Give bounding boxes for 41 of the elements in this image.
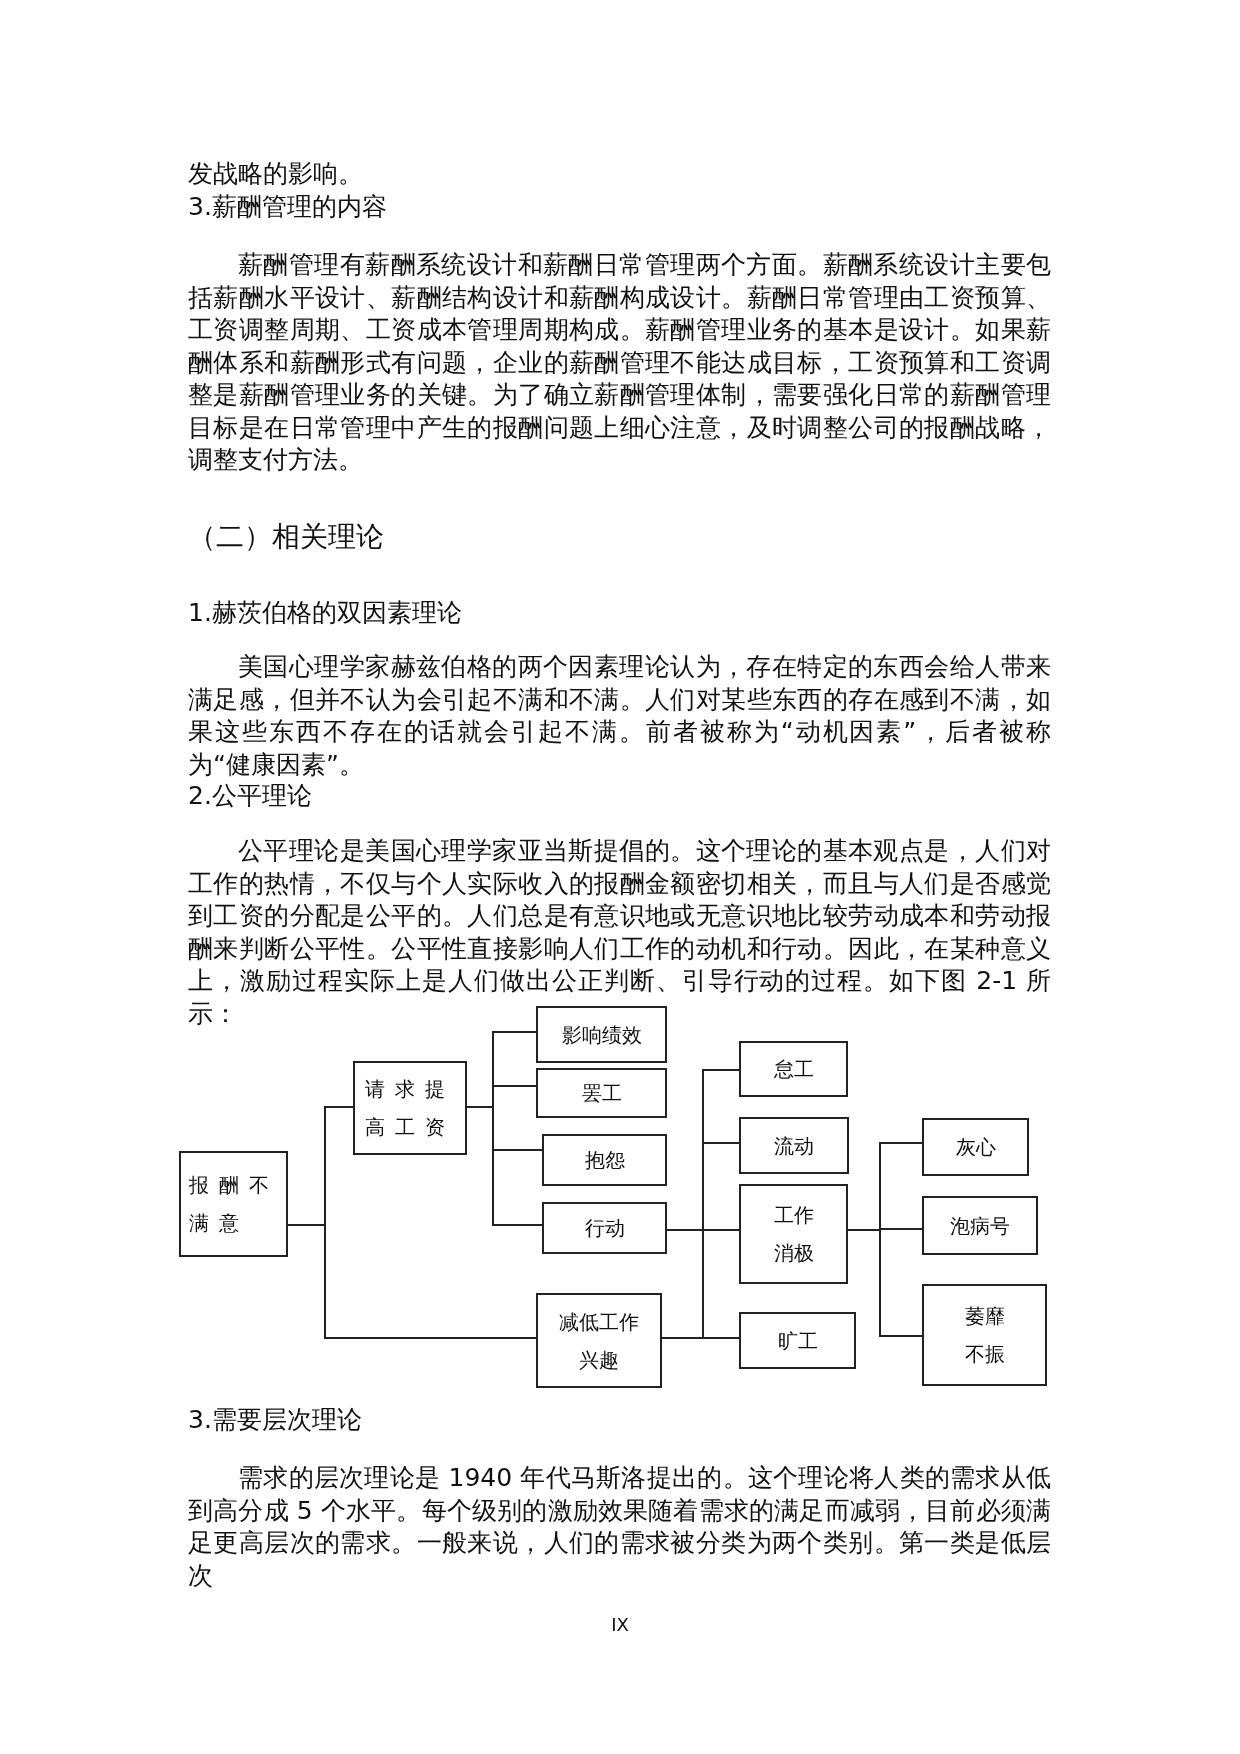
section-heading: 1.赫茨伯格的双因素理论 xyxy=(188,597,463,629)
process-box xyxy=(922,1118,1029,1176)
process-box xyxy=(536,1293,662,1388)
box-label: 怠工 xyxy=(772,1056,815,1083)
process-box xyxy=(739,1041,848,1097)
box-label: 报酬不满意 xyxy=(188,1172,279,1237)
paragraph: 需求的层次理论是 1940 年代马斯洛提出的。这个理论将人类的需求从低到高分成 5 个水平。每个级别的激励效果随着需求的满足而减弱，目前必须满足更高层次的需求。一般来说，人们的需求被分类为两个类别。第一类是低层次 xyxy=(188,1462,1051,1592)
box-label: 流动 xyxy=(773,1132,815,1160)
process-box xyxy=(739,1184,848,1284)
section-heading: 3.薪酬管理的内容 xyxy=(188,191,388,223)
process-box xyxy=(739,1117,849,1174)
process-box xyxy=(739,1312,856,1369)
process-box xyxy=(542,1202,667,1254)
process-box xyxy=(536,1068,667,1118)
process-box xyxy=(179,1151,288,1257)
section-heading: 2.公平理论 xyxy=(188,780,313,812)
box-label: 行动 xyxy=(583,1215,626,1242)
page-number: IX xyxy=(610,1613,630,1637)
box-label: 泡病号 xyxy=(949,1212,1011,1240)
paragraph: 美国心理学家赫兹伯格的两个因素理论认为，存在特定的东西会给人带来满足感，但并不认为会引起不满和不满。人们对某些东西的存在感到不满，如果这些东西不存在的话就会引起不满。前者被称为“动机因素”，后者被称为“健康因素”。 xyxy=(188,651,1051,781)
box-label: 罢工 xyxy=(580,1080,623,1107)
box-label: 灰心 xyxy=(954,1134,997,1161)
section-heading: 3.需要层次理论 xyxy=(188,1404,363,1436)
box-label: 工作消极 xyxy=(773,1202,814,1267)
box-label: 抱怨 xyxy=(583,1147,626,1174)
process-box xyxy=(922,1196,1038,1255)
text-line: 发战略的影响。 xyxy=(188,158,364,190)
box-label: 减低工作兴趣 xyxy=(559,1308,639,1374)
chapter-heading: （二）相关理论 xyxy=(188,519,385,555)
connector-line xyxy=(466,1106,543,1226)
box-label: 请求提高工资 xyxy=(365,1076,455,1141)
box-label: 萎靡不振 xyxy=(964,1303,1005,1368)
process-box xyxy=(922,1284,1047,1386)
process-box xyxy=(536,1006,667,1063)
box-label: 旷工 xyxy=(776,1327,819,1355)
process-box xyxy=(353,1061,467,1155)
connector-line xyxy=(661,1337,740,1339)
connector-line xyxy=(847,1229,923,1337)
connector-line xyxy=(287,1224,537,1339)
process-box xyxy=(542,1134,667,1186)
paragraph: 薪酬管理有薪酬系统设计和薪酬日常管理两个方面。薪酬系统设计主要包括薪酬水平设计、薪酬结构设计和薪酬构成设计。薪酬日常管理由工资预算、工资调整周期、工资成本管理周期构成。薪酬管理业务的基本是设计。如果薪酬体系和薪酬形式有问题，企业的薪酬管理不能达成目标，工资预算和工资调整是薪酬管理业务的关键。为了确立薪酬管理体制，需要强化日常的薪酬管理目标是在日常管理中产生的报酬问题上细心注意，及时调整公司的报酬战略，调整支付方法。 xyxy=(188,249,1051,476)
